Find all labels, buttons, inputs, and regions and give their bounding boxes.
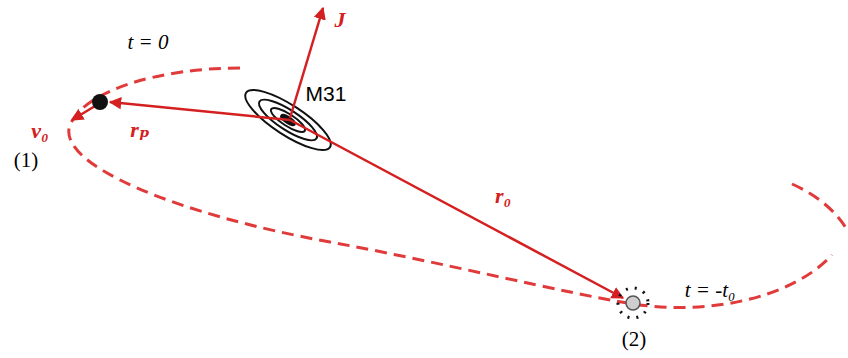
callout-number: (1) [14,150,39,171]
orbit-path [69,68,832,307]
vector-label: v₀ [31,120,48,142]
orbit-path [792,184,846,228]
body-2 [626,296,640,310]
callout-number: (2) [622,329,647,350]
vector-label: rₚ [130,119,150,141]
vector-label: r₀ [495,185,511,207]
dust-ring [618,288,648,318]
rp-vector [110,102,290,120]
body-1 [92,94,108,110]
galaxy-name: M31 [306,83,347,104]
vector-label: J [335,9,346,31]
time-label: t = 0 [127,32,168,53]
time-label: t = -t₀ [685,280,736,301]
r0-vector [290,120,623,298]
